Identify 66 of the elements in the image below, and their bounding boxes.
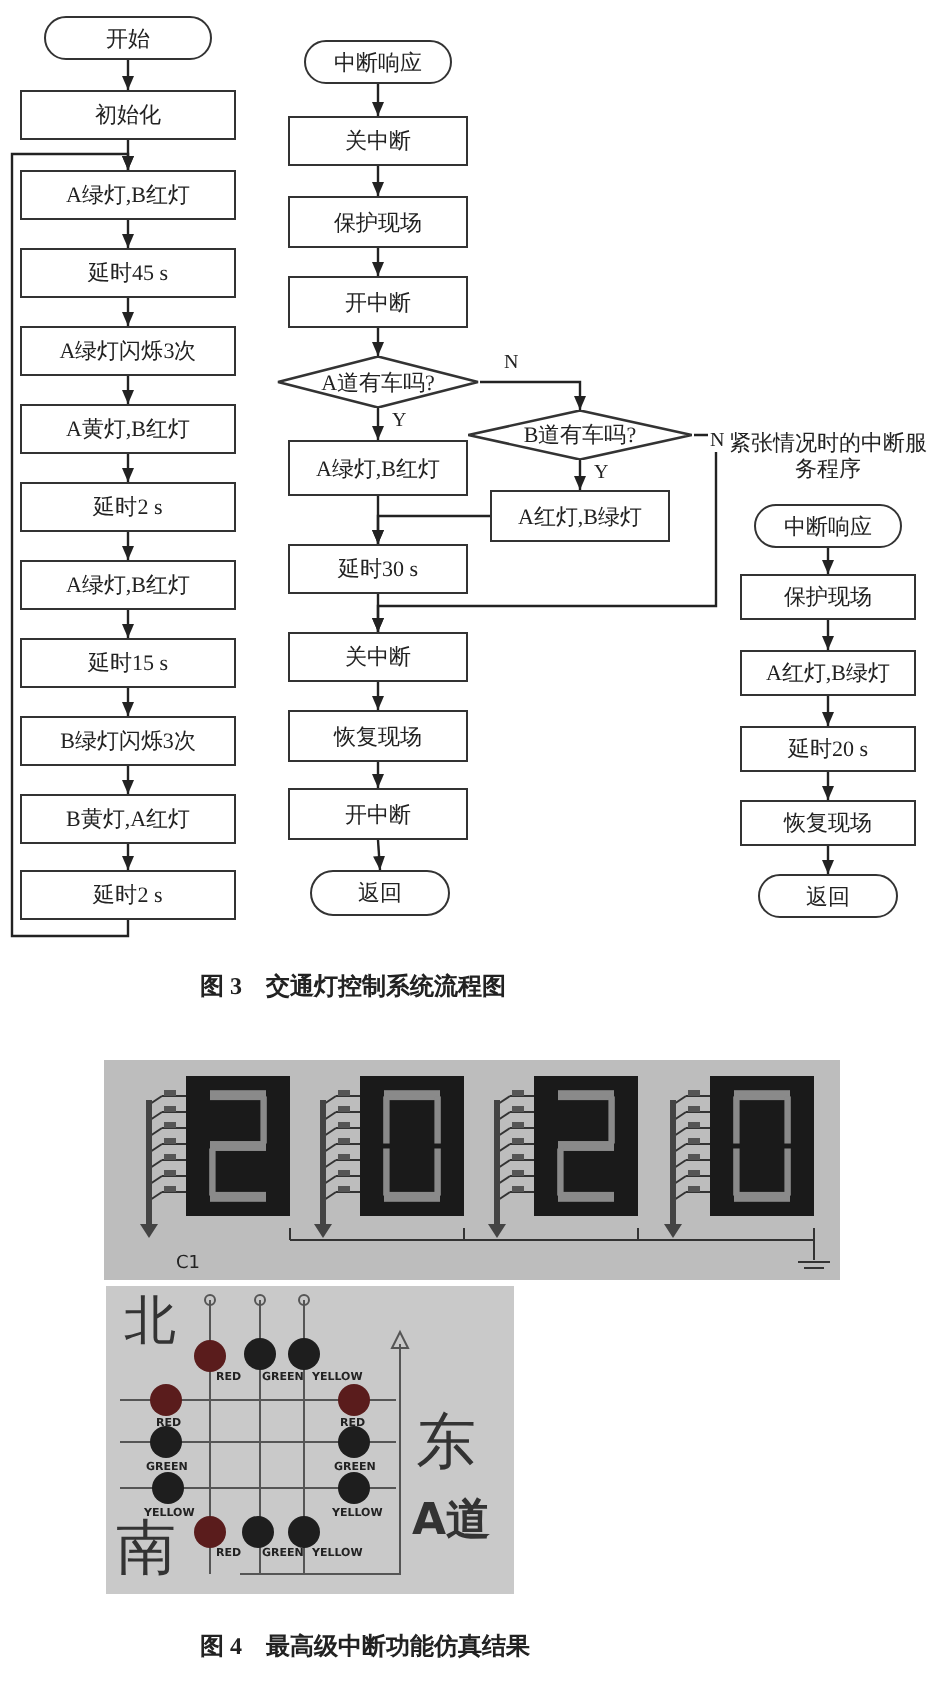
arrow	[122, 766, 134, 794]
direction-label: 南	[116, 1514, 176, 1586]
arrow	[822, 846, 834, 874]
arrow	[822, 548, 834, 574]
road-label: A道	[412, 1495, 491, 1549]
figure-caption: 图 4 最高级中断功能仿真结果	[200, 1631, 530, 1661]
direction-label: 北	[124, 1292, 176, 1356]
process-box: 关中断	[288, 116, 468, 166]
decision-diamond: A道有车吗?	[276, 356, 480, 408]
process-box: A黄灯,B红灯	[20, 404, 236, 454]
arrow	[372, 514, 490, 544]
arrow	[122, 60, 134, 90]
heading-text: 紧张情况时的中断服务程序	[728, 432, 928, 485]
arrow	[372, 84, 384, 116]
arrow	[122, 298, 134, 326]
direction-label: 东	[416, 1408, 476, 1480]
edge-label: N	[708, 432, 727, 452]
process-box: 延时15 s	[20, 638, 236, 688]
process-box: 开中断	[288, 788, 468, 840]
process-box: 延时2 s	[20, 870, 236, 920]
arrow	[372, 682, 384, 710]
arrow	[372, 594, 384, 632]
arrow	[122, 844, 134, 870]
process-box: 延时2 s	[20, 482, 236, 532]
arrow	[373, 839, 386, 871]
arrow	[122, 688, 134, 716]
process-box: 恢复现场	[740, 800, 916, 846]
process-box: 延时30 s	[288, 544, 468, 594]
process-box: A红灯,B绿灯	[490, 490, 670, 542]
edge-label: N	[502, 354, 521, 374]
process-box: 关中断	[288, 632, 468, 682]
edge-label: Y	[592, 464, 611, 484]
process-box: 初始化	[20, 90, 236, 140]
edge-label: Y	[390, 412, 409, 432]
arrow	[822, 696, 834, 726]
process-box: B黄灯,A红灯	[20, 794, 236, 844]
decision-diamond: B道有车吗?	[466, 410, 694, 460]
arrow	[122, 376, 134, 404]
process-box: A绿灯,B红灯	[288, 440, 468, 496]
arrow	[122, 454, 134, 482]
process-box: A绿灯,B红灯	[20, 170, 236, 220]
arrow	[10, 152, 134, 938]
arrow	[372, 762, 384, 788]
process-box: A绿灯闪烁3次	[20, 326, 236, 376]
process-box: 保护现场	[740, 574, 916, 620]
component-label: C1	[176, 1253, 201, 1275]
arrow	[372, 166, 384, 196]
arrow	[122, 220, 134, 248]
arrow	[122, 610, 134, 638]
arrow	[372, 248, 384, 276]
arrow	[480, 380, 586, 410]
arrow	[372, 328, 384, 356]
process-box: 恢复现场	[288, 710, 468, 762]
process-box: A绿灯,B红灯	[20, 560, 236, 610]
arrow	[372, 408, 384, 440]
figure-caption: 图 3 交通灯控制系统流程图	[200, 971, 506, 1001]
arrow	[822, 620, 834, 650]
process-box: 开中断	[288, 276, 468, 328]
process-box: 延时20 s	[740, 726, 916, 772]
arrow	[574, 460, 586, 490]
arrow	[122, 532, 134, 560]
process-box: B绿灯闪烁3次	[20, 716, 236, 766]
arrow	[822, 772, 834, 800]
process-box: A红灯,B绿灯	[740, 650, 916, 696]
process-box: 延时45 s	[20, 248, 236, 298]
process-box: 保护现场	[288, 196, 468, 248]
